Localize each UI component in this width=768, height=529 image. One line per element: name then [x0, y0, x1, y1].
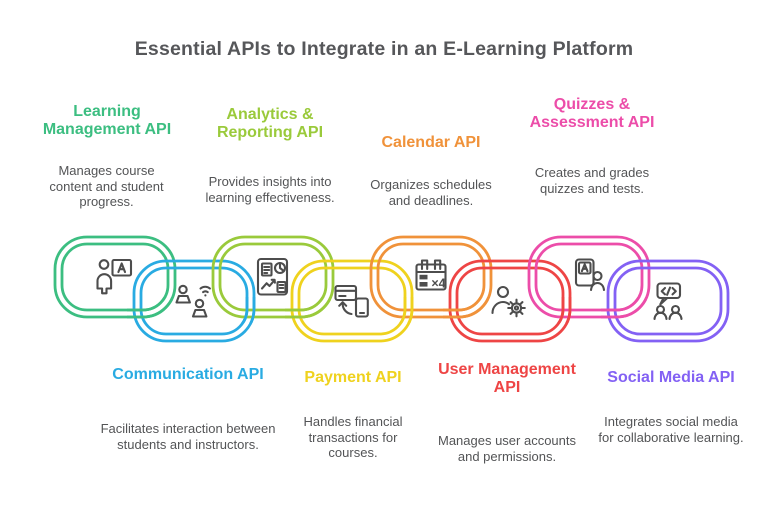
api-title-user-management: User Management API: [438, 361, 576, 396]
chain-link-calendar-api: [369, 235, 493, 319]
api-title-analytics-reporting: Analytics & Reporting API: [216, 106, 324, 141]
api-desc-analytics-reporting: Provides insights into learning effectiv…: [205, 174, 335, 205]
card-phone-transfer-icon: [334, 284, 369, 318]
api-title-quizzes-assessment: Quizzes & Assessment API: [529, 96, 655, 131]
api-desc-learning-management: Manages course content and student progr…: [49, 163, 164, 209]
api-desc-quizzes-assessment: Creates and grades quizzes and tests.: [534, 165, 650, 196]
dashboard-charts-icon: [256, 257, 289, 296]
grade-card-person-icon: [574, 258, 606, 292]
icon-multiplier-text: ×4: [431, 277, 445, 291]
chain-link-quizzes-assessment-api: [527, 235, 651, 319]
api-desc-calendar: Organizes schedules and deadlines.: [370, 177, 492, 208]
api-title-social-media: Social Media API: [607, 369, 735, 386]
chain-link-learning-management-api: [53, 235, 177, 319]
api-desc-payment: Handles financial transactions for cours…: [303, 414, 403, 460]
chain-link-analytics-reporting-api: [211, 235, 335, 319]
chain-link-user-management-api: [448, 259, 572, 343]
chain-link-communication-api: [132, 259, 256, 343]
user-gear-icon: [491, 285, 526, 318]
chain-weave: [398, 297, 414, 323]
api-title-payment: Payment API: [304, 369, 402, 386]
chain-weave: [240, 297, 256, 323]
api-desc-user-management: Manages user accounts and permissions.: [437, 433, 577, 464]
api-desc-social-media: Integrates social media for collaborativ…: [598, 414, 744, 445]
api-desc-communication: Facilitates interaction between students…: [100, 421, 276, 452]
person-presentation-icon: [96, 258, 133, 295]
api-title-learning-management: Learning Management API: [42, 103, 172, 138]
people-laptops-icon: [175, 284, 211, 318]
chain-weave: [556, 297, 572, 323]
calendar-icon: ×4: [415, 259, 447, 291]
code-bubble-people-icon: [653, 282, 683, 321]
page-title: Essential APIs to Integrate in an E-Lear…: [134, 38, 634, 60]
api-title-calendar: Calendar API: [381, 134, 481, 151]
api-title-communication: Communication API: [112, 366, 264, 383]
chain-link-social-media-api: [606, 259, 730, 343]
